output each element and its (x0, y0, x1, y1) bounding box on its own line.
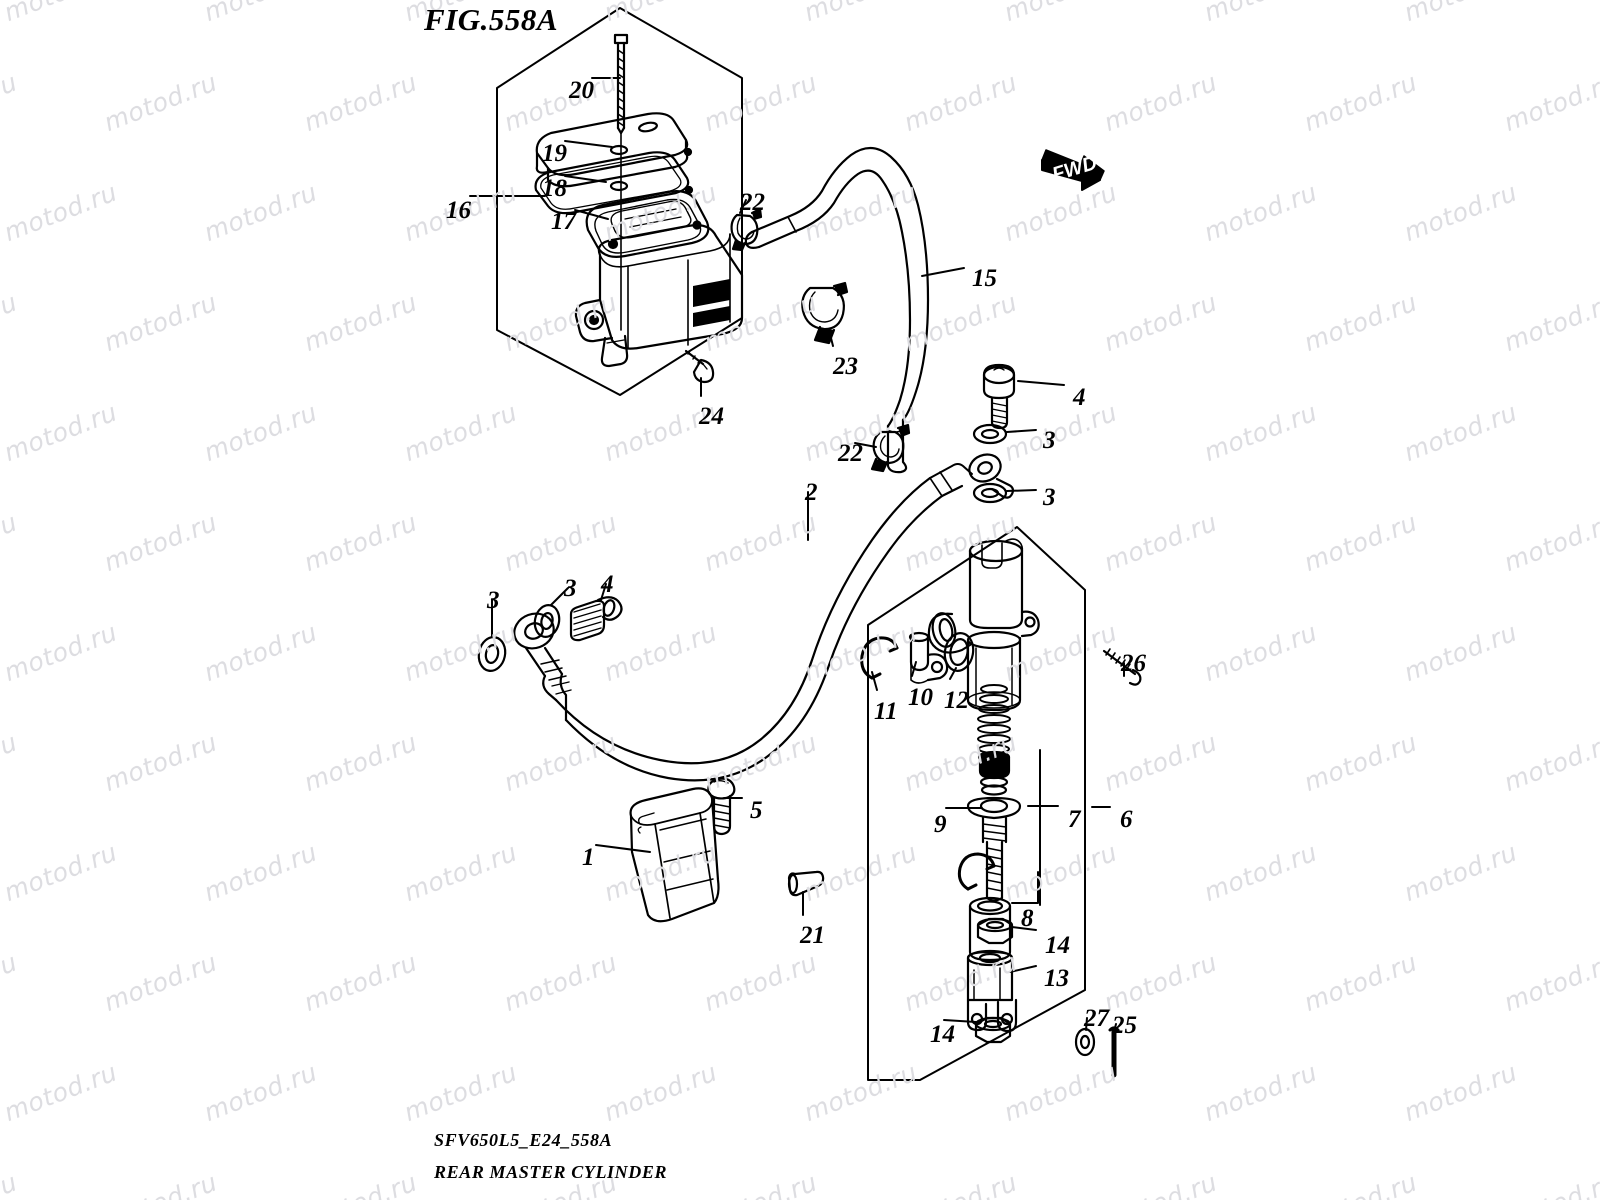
part-4-union-bolt-left (569, 596, 623, 642)
callout-hose-clamp-upper: 22 (740, 189, 765, 216)
group-box-reservoir (496, 7, 743, 396)
callout-reservoir-mount-bolt: 24 (699, 403, 724, 430)
part-26-screw (1102, 648, 1142, 686)
callout-brake-hose: 2 (805, 479, 818, 506)
callout-lock-nut-lower: 14 (930, 1021, 955, 1048)
part-5-guard-screw (707, 777, 736, 836)
callout-cotter-pin: 25 (1112, 1012, 1137, 1039)
callout-hose-band-clamp: 23 (833, 353, 858, 380)
leader-lines (469, 77, 1125, 1033)
callout-snap-ring: 11 (874, 698, 898, 725)
part-17-reservoir-plate (585, 190, 710, 258)
fwd-arrow-label: FWD (1049, 151, 1100, 187)
callout-piston-set: 7 (1068, 806, 1081, 833)
callout-rear-master-cylinder-guard: 1 (582, 844, 595, 871)
callout-reservoir-hose: 15 (972, 265, 997, 292)
fwd-arrow-icon (1041, 149, 1105, 191)
part-1-guard (629, 787, 720, 923)
part-24-bolt (684, 349, 715, 384)
callout-reservoir-assembly: 16 (446, 197, 471, 224)
callout-banjo-washer-left-inner: 3 (564, 575, 577, 602)
callout-reservoir-cap-screw: 20 (569, 77, 594, 104)
part-3-washer-upper-right (972, 423, 1008, 445)
callout-master-cylinder-assembly: 6 (1120, 806, 1133, 833)
part-22-hose-clamp-lower (870, 423, 911, 473)
part-14-lock-nut-lower (974, 1016, 1012, 1044)
part-27-washer (1074, 1027, 1096, 1057)
callout-reservoir-plate: 17 (551, 208, 576, 235)
callout-washer: 27 (1084, 1005, 1109, 1032)
callout-mounting-screw: 26 (1121, 650, 1146, 677)
callout-banjo-washer-upper: 3 (1043, 427, 1056, 454)
callout-banjo-washer-lower: 3 (1043, 484, 1056, 511)
footer-code: SFV650L5_E24_558A (434, 1130, 613, 1150)
callout-hose-clamp-lower: 22 (838, 440, 863, 467)
callout-union-bolt-left: 4 (601, 571, 614, 598)
callout-piston-and-spring: 9 (934, 811, 947, 838)
part-3-washer-left-outer (477, 636, 507, 672)
callout-reservoir-cap: 19 (542, 140, 567, 167)
callout-banjo-washer-left-outer: 3 (487, 587, 500, 614)
part-22-hose-clamp-upper (730, 207, 763, 252)
callout-o-ring: 12 (944, 687, 969, 714)
part-2-brake-hose (554, 453, 1015, 782)
callout-union-bolt-upper: 4 (1073, 384, 1086, 411)
part-14-lock-nut-upper (976, 917, 1014, 945)
master-cylinder-body (927, 538, 1040, 712)
callout-lock-nut-upper: 14 (1045, 932, 1070, 959)
part-20-cap-screw (613, 33, 629, 135)
part-21-pin (787, 870, 825, 897)
part-12-o-ring (943, 632, 975, 672)
page-title: FIG.558A (424, 2, 559, 37)
part-3-washer-lower-right (972, 482, 1008, 504)
footer-name: REAR MASTER CYLINDER (434, 1162, 668, 1182)
callout-guard-screw: 5 (750, 797, 763, 824)
part-4-union-bolt-upper (982, 363, 1016, 430)
part-23-band-clamp (801, 281, 849, 345)
callout-dust-boot: 8 (1021, 905, 1034, 932)
callout-clevis-joint: 13 (1044, 965, 1069, 992)
callout-reservoir-diaphragm: 18 (542, 175, 567, 202)
callout-reservoir-hose-joint: 10 (908, 684, 933, 711)
callout-pin: 21 (800, 922, 825, 949)
part-15-reservoir-hose (744, 146, 930, 474)
reservoir-body (574, 224, 744, 368)
